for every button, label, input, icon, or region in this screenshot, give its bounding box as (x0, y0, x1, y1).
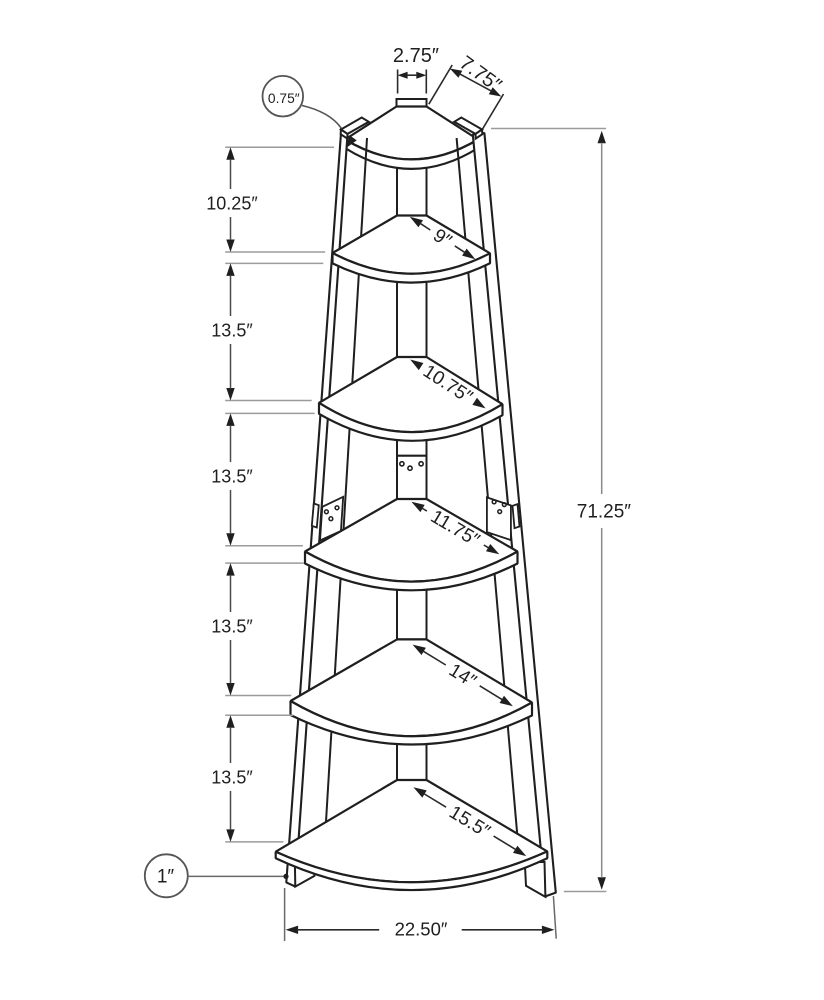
svg-text:7.75″: 7.75″ (455, 52, 505, 97)
svg-text:13.5″: 13.5″ (211, 616, 253, 636)
svg-text:10.25″: 10.25″ (206, 193, 258, 213)
svg-text:13.5″: 13.5″ (211, 767, 253, 787)
svg-text:71.25″: 71.25″ (577, 501, 632, 522)
svg-text:0.75″: 0.75″ (268, 91, 300, 106)
svg-text:2.75″: 2.75″ (393, 45, 439, 67)
svg-text:22.50″: 22.50″ (395, 918, 448, 939)
svg-text:13.5″: 13.5″ (211, 320, 253, 340)
svg-text:13.5″: 13.5″ (211, 466, 253, 486)
svg-text:1″: 1″ (157, 867, 175, 888)
